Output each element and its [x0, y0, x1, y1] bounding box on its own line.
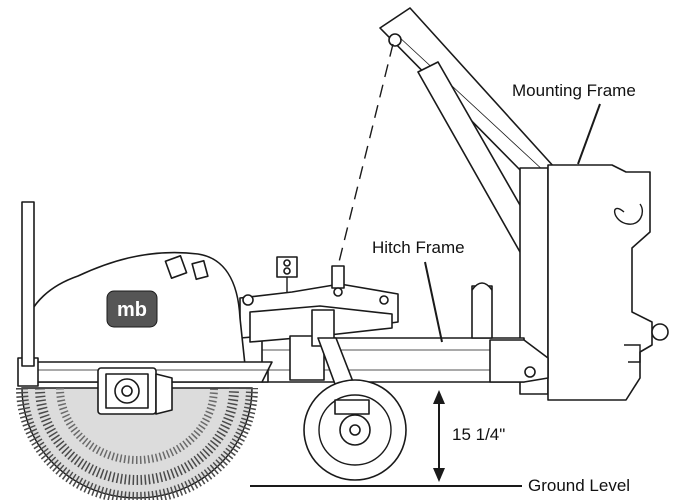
- mounting-frame-label: Mounting Frame: [512, 81, 636, 100]
- caster-wheel: [303, 337, 407, 481]
- hitch-linkage: [239, 283, 399, 381]
- height-dimension-arrow: [433, 390, 445, 482]
- ground-level-label: Ground Level: [528, 476, 630, 495]
- height-label: 15 1/4": [452, 425, 505, 444]
- broom-brush: [16, 387, 258, 500]
- mounting-frame-leader: [577, 103, 601, 165]
- lift-chain: [337, 43, 394, 267]
- logo-text: mb: [117, 299, 147, 321]
- hitch-frame-leader: [424, 261, 443, 343]
- mounting-frame-plate: [547, 164, 669, 401]
- hitch-frame-label: Hitch Frame: [372, 238, 465, 257]
- control-valve: [276, 256, 345, 297]
- guard-rod: [21, 201, 35, 367]
- mb-logo: mb: [106, 290, 158, 328]
